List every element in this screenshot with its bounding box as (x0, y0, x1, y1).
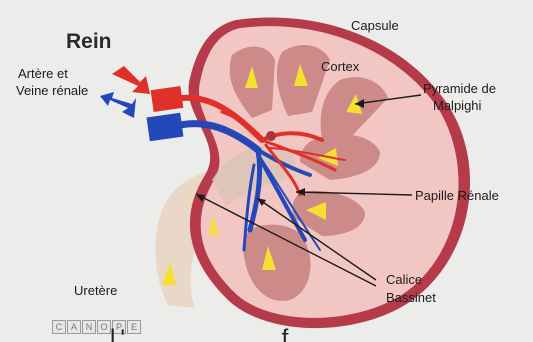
cropped-subtitle: l' ... ... ... f (110, 322, 510, 342)
label-bassinet: Bassinet (386, 290, 436, 305)
label-papille: Papille Rénale (415, 188, 499, 203)
label-cortex: Cortex (321, 59, 359, 74)
logo-letter: O (97, 320, 111, 334)
vessel-junction (266, 131, 276, 141)
label-pyramide-2: Malpighi (433, 98, 481, 113)
label-artere: Artère et (18, 66, 68, 81)
artery-arrow-icon (112, 66, 150, 94)
vein-arrow-icon (100, 92, 136, 118)
label-calice: Calice (386, 272, 422, 287)
diagram-title: Rein (66, 30, 112, 54)
label-pyramide-1: Pyramide de (423, 81, 496, 96)
logo-letter: A (67, 320, 81, 334)
label-capsule: Capsule (351, 18, 399, 33)
renal-artery-trunk (151, 86, 184, 112)
label-uretere: Uretère (74, 283, 117, 298)
label-veine: Veine rénale (16, 83, 88, 98)
logo-letter: C (52, 320, 66, 334)
logo-letter: N (82, 320, 96, 334)
